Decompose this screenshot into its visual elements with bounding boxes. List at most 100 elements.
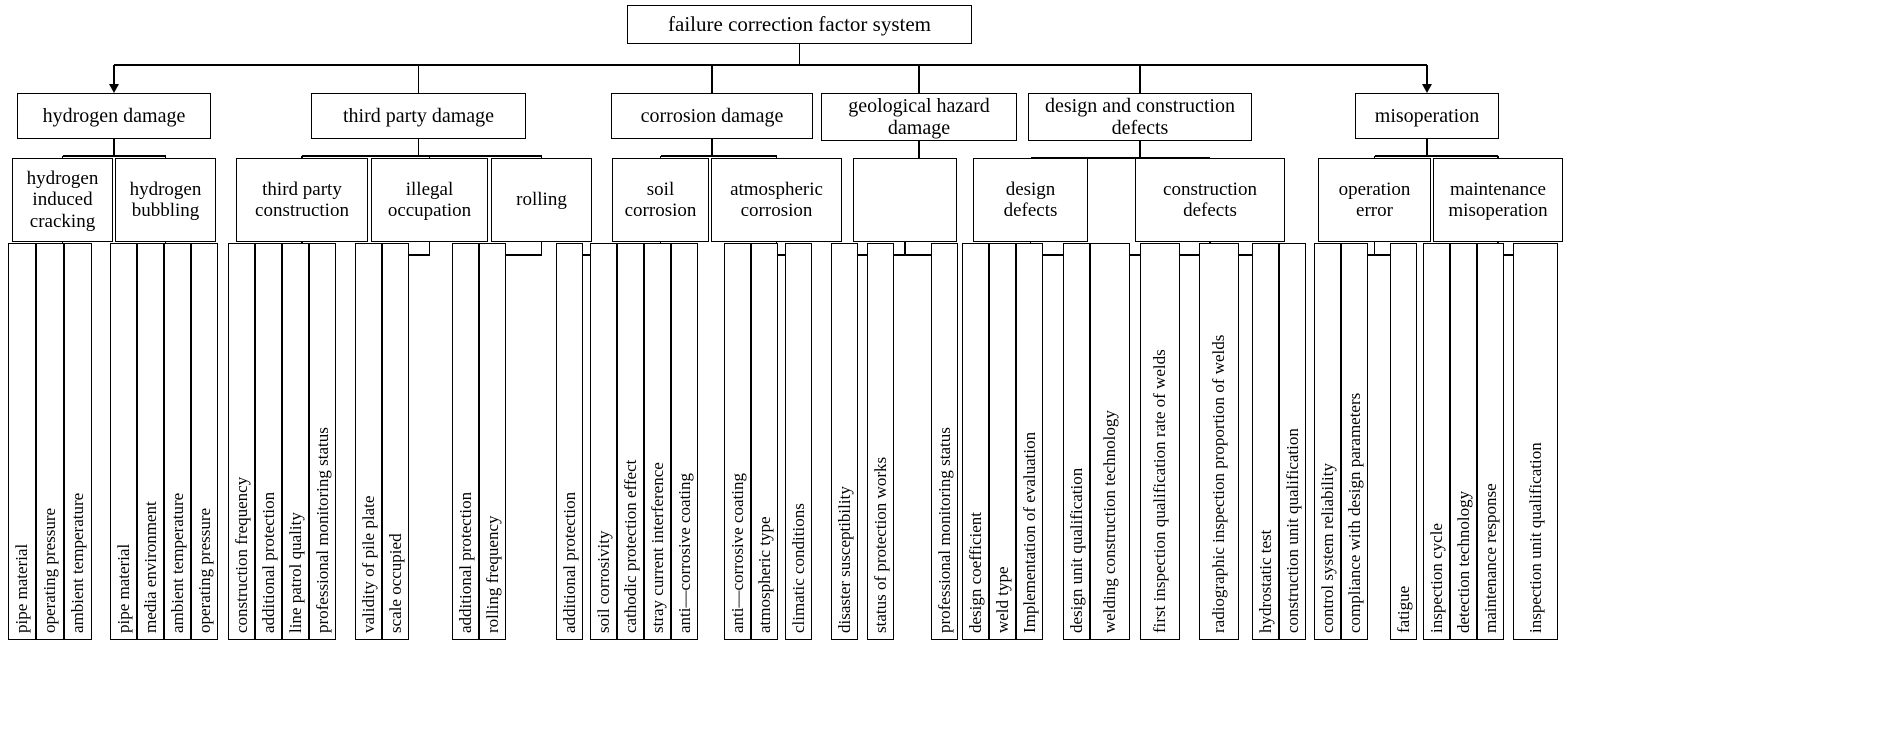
leaf-node-label: additional protection — [258, 491, 278, 633]
leaf-node-label: atmospheric type — [754, 516, 774, 633]
leaf-node[interactable]: control system reliability — [1314, 243, 1341, 640]
branch-drop — [417, 65, 420, 93]
branch-drop — [113, 65, 115, 84]
leaf-node[interactable]: line patrol quality — [282, 243, 309, 640]
branch-stem — [918, 141, 920, 158]
leaf-node[interactable]: design coefficient — [962, 243, 989, 640]
root-node[interactable]: failure correction factor system — [627, 5, 972, 44]
sub-node-construction-defects-label: construction defects — [1163, 178, 1257, 221]
leaf-node-label: first inspection qualification rate of w… — [1149, 349, 1169, 633]
leaf-node-label: line patrol quality — [285, 512, 305, 633]
branch-stem — [1139, 141, 1141, 158]
child-drop — [540, 156, 543, 158]
branch-stem — [1426, 139, 1428, 156]
leaf-node-label: design coefficient — [965, 511, 985, 633]
branch-drop — [918, 65, 920, 93]
sub-node-construction-defects[interactable]: construction defects — [1135, 158, 1285, 242]
sub-node-design-defects-label: design defects — [1003, 178, 1058, 221]
leaf-node[interactable]: validity of pile plate — [355, 243, 382, 640]
leaf-node[interactable]: disaster susceptibility — [831, 243, 858, 640]
sub-node-maintenance-misoperation-label: maintenance misoperation — [1448, 178, 1548, 221]
branch-node-hydrogen-damage[interactable]: hydrogen damage — [17, 93, 211, 139]
branch-node-third-party-damage[interactable]: third party damage — [311, 93, 526, 139]
sub-node-hydrogen-induced-cracking[interactable]: hydrogen induced cracking — [12, 158, 113, 242]
branch-node-corrosion-damage[interactable]: corrosion damage — [611, 93, 813, 139]
leaf-node[interactable]: ambient temperature — [164, 243, 191, 640]
child-drop — [1497, 156, 1499, 158]
leaf-node[interactable]: soil corrosivity — [590, 243, 617, 640]
leaf-node[interactable]: anti—corrosive coating — [724, 243, 751, 640]
leaf-node-label: construction unit qualification — [1282, 428, 1302, 633]
branch-node-geological-hazard-damage-label: geological hazard damage — [848, 94, 990, 139]
sub-node-third-party-construction[interactable]: third party construction — [236, 158, 368, 242]
sub-node-hydrogen-induced-cracking-label: hydrogen induced cracking — [26, 168, 99, 232]
leaf-node[interactable]: detection technology — [1450, 243, 1477, 640]
leaf-node[interactable]: ambient temperature — [64, 243, 92, 640]
leaf-node[interactable]: climatic conditions — [785, 243, 812, 640]
sub-node-rolling[interactable]: rolling — [491, 158, 592, 242]
leaf-node-label: stray current interference — [647, 462, 667, 633]
leaf-node[interactable]: additional protection — [255, 243, 282, 640]
leaf-node[interactable]: anti—corrosive coating — [671, 243, 698, 640]
leaf-node[interactable]: stray current interference — [644, 243, 671, 640]
sub-stem — [428, 242, 431, 255]
child-drop — [659, 156, 662, 158]
leaf-node-label: media environment — [140, 501, 160, 633]
leaf-node[interactable]: rolling frequency — [479, 243, 506, 640]
branch-node-misoperation[interactable]: misoperation — [1355, 93, 1499, 139]
leaf-node[interactable]: media environment — [137, 243, 164, 640]
branch-node-design-and-construction-defects[interactable]: design and construction defects — [1028, 93, 1252, 141]
leaf-node[interactable]: compliance with design parameters — [1341, 243, 1368, 640]
leaf-node[interactable]: cathodic protection effect — [617, 243, 644, 640]
leaf-node-label: anti—corrosive coating — [727, 472, 747, 633]
leaf-node[interactable]: professional monitoring status — [931, 243, 958, 640]
child-drop — [301, 156, 303, 158]
sub-node-third-party-construction-label: third party construction — [255, 178, 349, 221]
sub-node-operation-error[interactable]: operation error — [1318, 158, 1431, 242]
leaf-node[interactable]: additional protection — [556, 243, 583, 640]
leaf-node[interactable]: scale occupied — [382, 243, 409, 640]
leaf-node[interactable]: welding construction technology — [1090, 243, 1130, 640]
leaf-node[interactable]: professional monitoring status — [309, 243, 336, 640]
leaf-node[interactable]: atmospheric type — [751, 243, 778, 640]
leaf-node[interactable]: construction frequency — [228, 243, 255, 640]
branch-bus — [660, 155, 777, 157]
leaf-node-label: disaster susceptibility — [834, 486, 854, 633]
leaf-node[interactable]: hydrostatic test — [1252, 243, 1279, 640]
leaf-node-label: Implementation of evaluation — [1019, 431, 1039, 633]
sub-node-illegal-occupation[interactable]: illegal occupation — [371, 158, 488, 242]
sub-node-soil-corrosion[interactable]: soil corrosion — [612, 158, 709, 242]
branch-node-geological-hazard-damage[interactable]: geological hazard damage — [821, 93, 1017, 141]
leaf-node[interactable]: additional protection — [452, 243, 479, 640]
leaf-node[interactable]: Implementation of evaluation — [1016, 243, 1043, 640]
leaf-node-label: validity of pile plate — [358, 495, 378, 633]
leaf-node[interactable]: status of protection works — [867, 243, 894, 640]
leaf-node[interactable]: pipe material — [110, 243, 137, 640]
sub-node-hydrogen-bubbling[interactable]: hydrogen bubbling — [115, 158, 216, 242]
sub-node-geological-hazard-unnamed[interactable] — [853, 158, 957, 242]
sub-node-design-defects[interactable]: design defects — [973, 158, 1088, 242]
leaf-node[interactable]: inspection unit qualification — [1513, 243, 1558, 640]
leaf-node[interactable]: maintenance response — [1477, 243, 1504, 640]
leaf-node-label: professional monitoring status — [312, 427, 332, 633]
leaf-node-label: professional monitoring status — [934, 427, 954, 633]
leaf-node[interactable]: operating pressure — [191, 243, 218, 640]
leaf-node[interactable]: design unit qualification — [1063, 243, 1090, 640]
leaf-node[interactable]: construction unit qualification — [1279, 243, 1306, 640]
leaf-node[interactable]: radiographic inspection proportion of we… — [1199, 243, 1239, 640]
leaf-node[interactable]: inspection cycle — [1423, 243, 1450, 640]
sub-stem — [540, 242, 543, 255]
leaf-node[interactable]: operating pressure — [36, 243, 64, 640]
leaf-node[interactable]: fatigue — [1390, 243, 1417, 640]
leaf-node-label: pipe material — [11, 543, 31, 633]
branch-node-corrosion-damage-label: corrosion damage — [640, 104, 784, 127]
branch-stem — [417, 139, 420, 156]
leaf-node[interactable]: pipe material — [8, 243, 36, 640]
leaf-node[interactable]: weld type — [989, 243, 1016, 640]
sub-node-atmospheric-corrosion[interactable]: atmospheric corrosion — [711, 158, 842, 242]
branch-arrow — [108, 84, 119, 93]
sub-node-maintenance-misoperation[interactable]: maintenance misoperation — [1433, 158, 1563, 242]
branch-stem — [113, 139, 115, 156]
leaf-node[interactable]: first inspection qualification rate of w… — [1140, 243, 1180, 640]
leaf-node-label: scale occupied — [385, 533, 405, 633]
